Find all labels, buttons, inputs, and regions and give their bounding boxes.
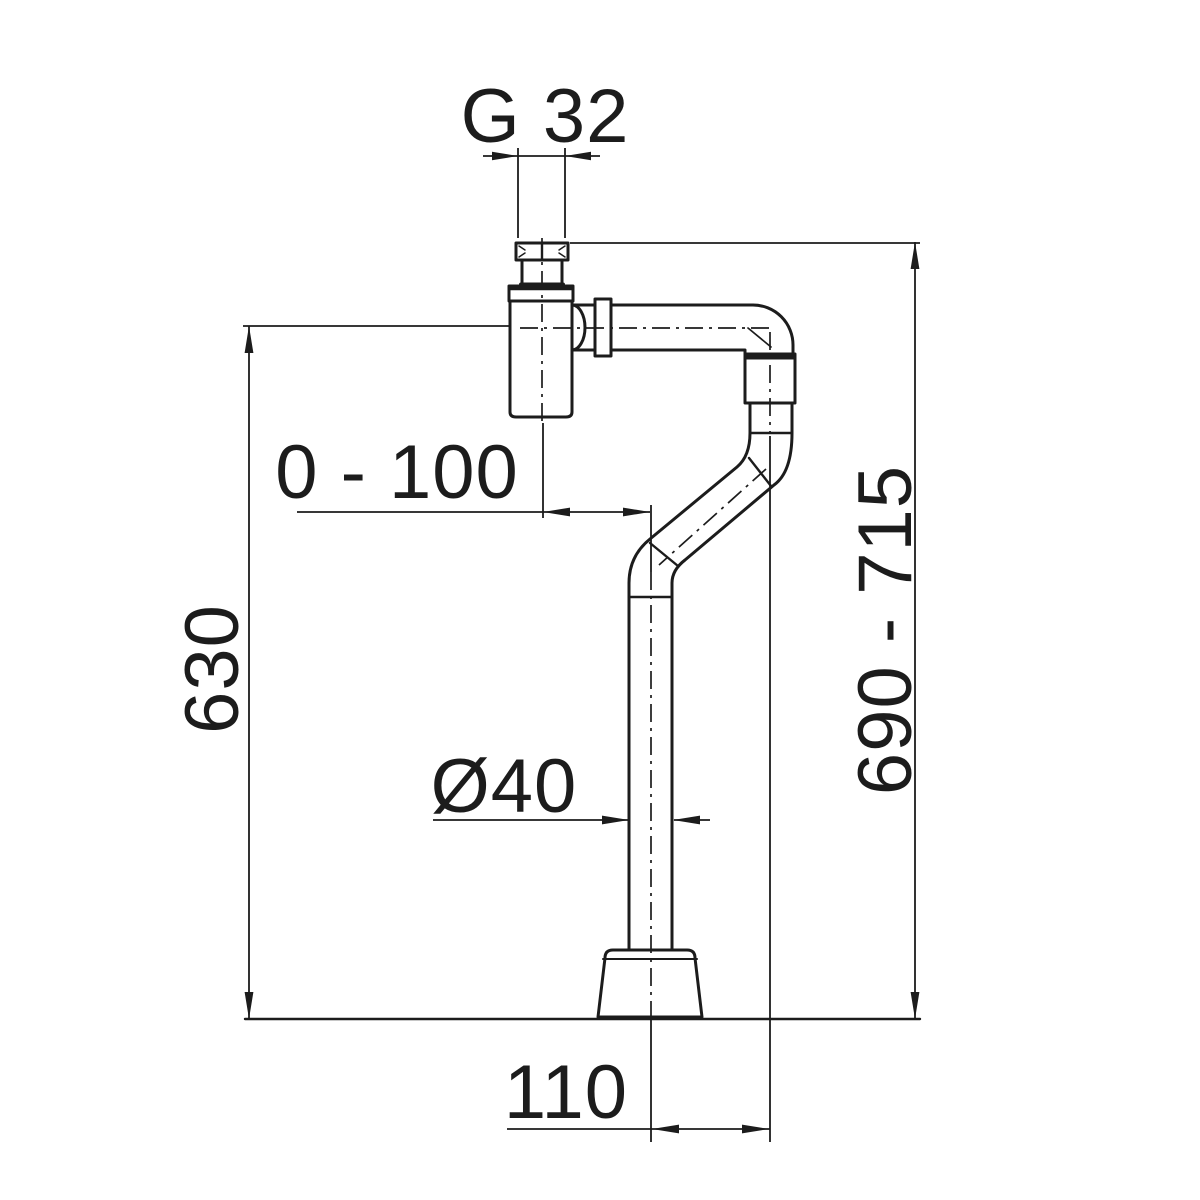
trap-cup	[508, 299, 574, 419]
outlet-pipe-horizontal	[570, 303, 795, 360]
dimension-offset-range	[297, 423, 652, 572]
inlet-nut-thread-hatches	[518, 245, 566, 258]
arrowhead	[244, 992, 254, 1019]
arrowhead	[602, 815, 629, 825]
dimension-base-offset	[507, 436, 771, 1142]
arrowhead	[623, 507, 650, 517]
offset-standpipe	[627, 401, 794, 952]
floor-flange	[596, 948, 704, 1019]
diameter-label: Ø40	[431, 744, 578, 829]
upper-bend-seam	[747, 456, 773, 488]
arrowhead	[910, 992, 920, 1019]
arrowhead	[742, 1124, 769, 1134]
lower-bend-seam	[648, 541, 680, 568]
dimension-height-right	[570, 242, 920, 1019]
siphon-part	[243, 241, 922, 1021]
height-right-label: 690 - 715	[843, 465, 928, 795]
arrowhead	[910, 242, 920, 269]
offset-range-label: 0 - 100	[275, 430, 519, 515]
arrowhead	[492, 151, 518, 161]
centerlines	[520, 238, 771, 1018]
arrowhead	[543, 507, 570, 517]
base-offset-label: 110	[504, 1050, 628, 1135]
arrowhead	[244, 326, 254, 353]
elbow-seam-line	[747, 327, 772, 348]
dimension-diameter	[433, 815, 710, 825]
dimension-thread	[483, 148, 600, 238]
arrowhead	[652, 1124, 679, 1134]
arrowhead	[565, 151, 591, 161]
dimension-height-left	[243, 325, 510, 1019]
arrowhead	[673, 815, 700, 825]
dimensions	[243, 148, 920, 1142]
diagonal-centerline	[658, 468, 767, 566]
height-left-label: 630	[170, 604, 255, 734]
thread-label: G 32	[461, 74, 630, 159]
dimension-labels: G 32 0 - 100 Ø40 110 630 690 - 715	[170, 74, 928, 1135]
